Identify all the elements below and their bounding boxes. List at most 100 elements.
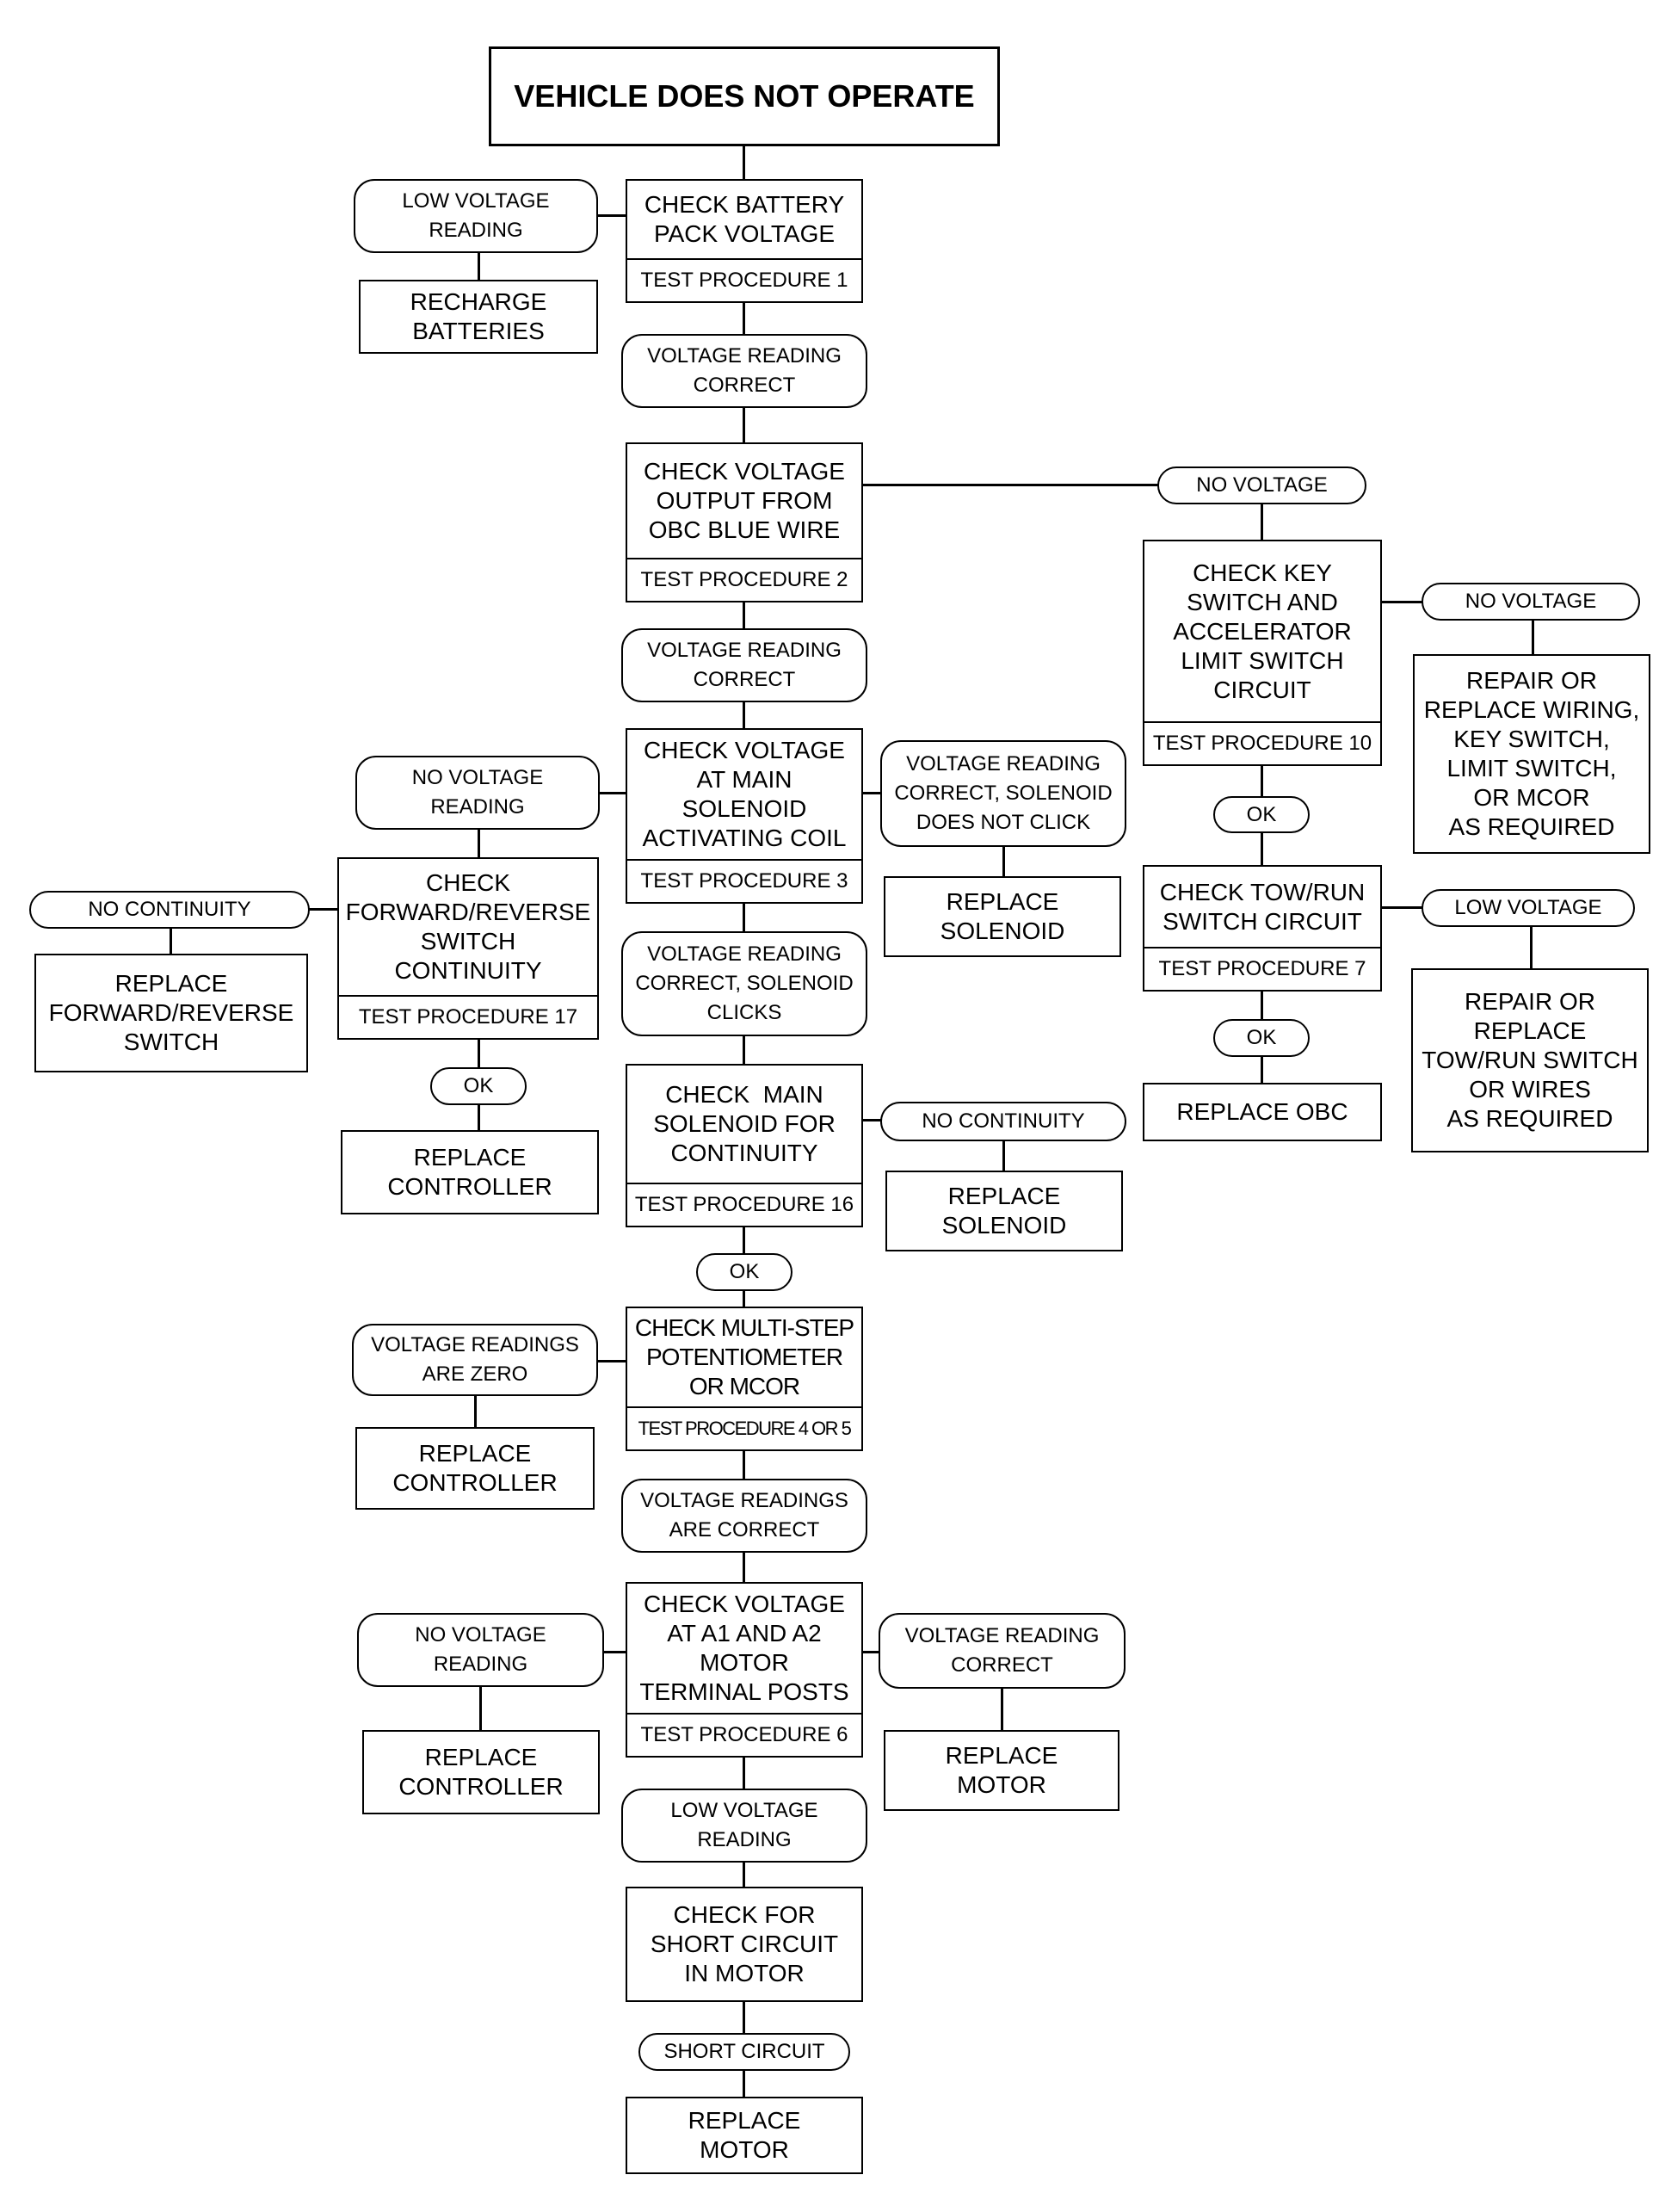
line: CONTROLLER — [398, 1773, 564, 1800]
line: ARE ZERO — [422, 1362, 528, 1386]
line: OR WIRES — [1469, 1076, 1591, 1103]
line: ACCELERATOR — [1173, 617, 1352, 645]
box-text: RECHARGE BATTERIES — [361, 281, 596, 352]
test-procedure: TEST PROCEDURE 2 — [627, 558, 861, 601]
line: CORRECT — [693, 668, 796, 691]
line: CIRCUIT — [1213, 676, 1311, 703]
line: CHECK VOLTAGE — [644, 458, 845, 485]
box-text: REPLACE CONTROLLER — [357, 1429, 593, 1508]
check-tow-run-box: CHECK TOW/RUN SWITCH CIRCUIT TEST PROCED… — [1143, 865, 1382, 992]
line: REPLACE — [418, 1440, 532, 1467]
line: CORRECT — [951, 1653, 1053, 1677]
line: REPLACE — [114, 970, 228, 997]
line: VOLTAGE READING — [904, 1624, 1100, 1647]
low-voltage-reading-label: LOW VOLTAGE READING — [621, 1789, 867, 1863]
line: REPAIR OR — [1465, 988, 1595, 1015]
test-procedure: TEST PROCEDURE 10 — [1144, 721, 1380, 764]
box-text: CHECK FORWARD/REVERSE SWITCH CONTINUITY — [339, 859, 597, 995]
line: CLICKS — [706, 1001, 782, 1024]
line: AS REQUIRED — [1446, 1105, 1613, 1132]
line: READING — [433, 1653, 528, 1676]
test-procedure: TEST PROCEDURE 16 — [627, 1183, 861, 1226]
check-main-solenoid-continuity-box: CHECK MAIN SOLENOID FOR CONTINUITY TEST … — [626, 1064, 863, 1227]
box-text: REPLACE SOLENOID — [885, 878, 1119, 955]
line: VOLTAGE READING — [647, 639, 842, 662]
line: MOTOR — [957, 1771, 1046, 1798]
line: SWITCH AND — [1187, 588, 1338, 615]
line: NO VOLTAGE — [411, 766, 544, 789]
test-procedure: TEST PROCEDURE 4 OR 5 — [627, 1406, 861, 1449]
ok-label: OK — [1213, 796, 1310, 833]
voltage-reading-correct-label: VOLTAGE READING CORRECT — [879, 1613, 1126, 1689]
line: SWITCH — [123, 1029, 219, 1055]
replace-controller-box: REPLACE CONTROLLER — [355, 1427, 595, 1510]
page-title: VEHICLE DOES NOT OPERATE — [514, 78, 975, 114]
line: NO VOLTAGE — [415, 1623, 546, 1647]
line: REPLACE — [946, 888, 1059, 915]
line: REPLACE OBC — [1176, 1098, 1348, 1125]
line: REPLACE — [1473, 1017, 1587, 1044]
line: KEY SWITCH, — [1453, 726, 1610, 752]
line: MOTOR — [700, 2136, 789, 2163]
line: FORWARD/REVERSE — [345, 899, 591, 925]
voltage-reading-correct-label: VOLTAGE READING CORRECT — [621, 334, 867, 408]
line: SOLENOID — [940, 918, 1065, 944]
ok-label: OK — [1213, 1019, 1310, 1057]
line: READING — [430, 795, 525, 819]
voltages-correct-label: VOLTAGE READINGS ARE CORRECT — [621, 1479, 867, 1553]
box-text: CHECK VOLTAGE AT MAIN SOLENOID ACTIVATIN… — [627, 730, 861, 859]
box-text: REPLACE MOTOR — [885, 1732, 1118, 1809]
line: REPLACE — [424, 1744, 538, 1770]
test-procedure: TEST PROCEDURE 1 — [627, 258, 861, 301]
box-text: CHECK VOLTAGE OUTPUT FROM OBC BLUE WIRE — [627, 444, 861, 558]
box-text: REPLACE FORWARD/REVERSE SWITCH — [36, 955, 306, 1071]
line: CONTROLLER — [392, 1469, 558, 1496]
title-box: VEHICLE DOES NOT OPERATE — [489, 46, 1000, 146]
line: BATTERIES — [412, 318, 545, 344]
line: REPLACE WIRING, — [1423, 696, 1640, 723]
line: NO VOLTAGE — [1196, 473, 1328, 497]
line: CORRECT, SOLENOID — [894, 782, 1113, 805]
line: LOW VOLTAGE — [670, 1799, 818, 1822]
line: SWITCH CIRCUIT — [1163, 907, 1362, 935]
line: CORRECT, SOLENOID — [635, 972, 854, 995]
line: OUTPUT FROM — [656, 487, 833, 514]
test-procedure: TEST PROCEDURE 17 — [339, 995, 597, 1038]
line: OK — [463, 1074, 494, 1097]
box-text: REPLACE CONTROLLER — [342, 1132, 597, 1213]
box-text: CHECK MAIN SOLENOID FOR CONTINUITY — [627, 1066, 861, 1183]
replace-solenoid-box: REPLACE SOLENOID — [885, 1171, 1123, 1251]
replace-forward-reverse-box: REPLACE FORWARD/REVERSE SWITCH — [34, 954, 308, 1072]
line: FORWARD/REVERSE — [48, 999, 294, 1026]
test-procedure: TEST PROCEDURE 7 — [1144, 947, 1380, 990]
check-motor-posts-box: CHECK VOLTAGE AT A1 AND A2 MOTOR TERMINA… — [626, 1582, 863, 1758]
no-voltage-reading-label: NO VOLTAGE READING — [355, 756, 600, 830]
line: CHECK VOLTAGE — [644, 737, 845, 763]
line: AT A1 AND A2 — [667, 1620, 822, 1647]
line: SOLENOID — [681, 795, 807, 822]
recharge-batteries-box: RECHARGE BATTERIES — [359, 280, 598, 354]
line: READING — [697, 1828, 792, 1851]
check-battery-box: CHECK BATTERY PACK VOLTAGE TEST PROCEDUR… — [626, 179, 863, 303]
line: CHECK KEY — [1193, 559, 1332, 586]
replace-motor-box: REPLACE MOTOR — [884, 1730, 1119, 1811]
voltage-no-click-label: VOLTAGE READING CORRECT, SOLENOID DOES N… — [880, 740, 1126, 847]
line: CONTINUITY — [670, 1140, 818, 1166]
replace-motor-box: REPLACE MOTOR — [626, 2097, 863, 2174]
check-obc-output-box: CHECK VOLTAGE OUTPUT FROM OBC BLUE WIRE … — [626, 442, 863, 602]
box-text: CHECK FOR SHORT CIRCUIT IN MOTOR — [627, 1888, 861, 2000]
line: DOES NOT CLICK — [916, 811, 1091, 834]
line: VOLTAGE READING — [906, 752, 1101, 775]
line: IN MOTOR — [684, 1960, 805, 1986]
replace-controller-box: REPLACE CONTROLLER — [362, 1730, 600, 1814]
low-voltage-label: LOW VOLTAGE — [1422, 889, 1635, 927]
no-voltage-reading-label: NO VOLTAGE READING — [357, 1613, 604, 1687]
line: LIMIT SWITCH, — [1446, 755, 1617, 782]
line: NO CONTINUITY — [922, 1109, 1085, 1133]
line: CONTROLLER — [387, 1173, 552, 1200]
box-text: REPLACE CONTROLLER — [364, 1732, 598, 1813]
replace-solenoid-box: REPLACE SOLENOID — [884, 876, 1121, 957]
box-text: CHECK BATTERY PACK VOLTAGE — [627, 181, 861, 258]
line: NO CONTINUITY — [88, 898, 251, 921]
check-main-solenoid-coil-box: CHECK VOLTAGE AT MAIN SOLENOID ACTIVATIN… — [626, 728, 863, 904]
